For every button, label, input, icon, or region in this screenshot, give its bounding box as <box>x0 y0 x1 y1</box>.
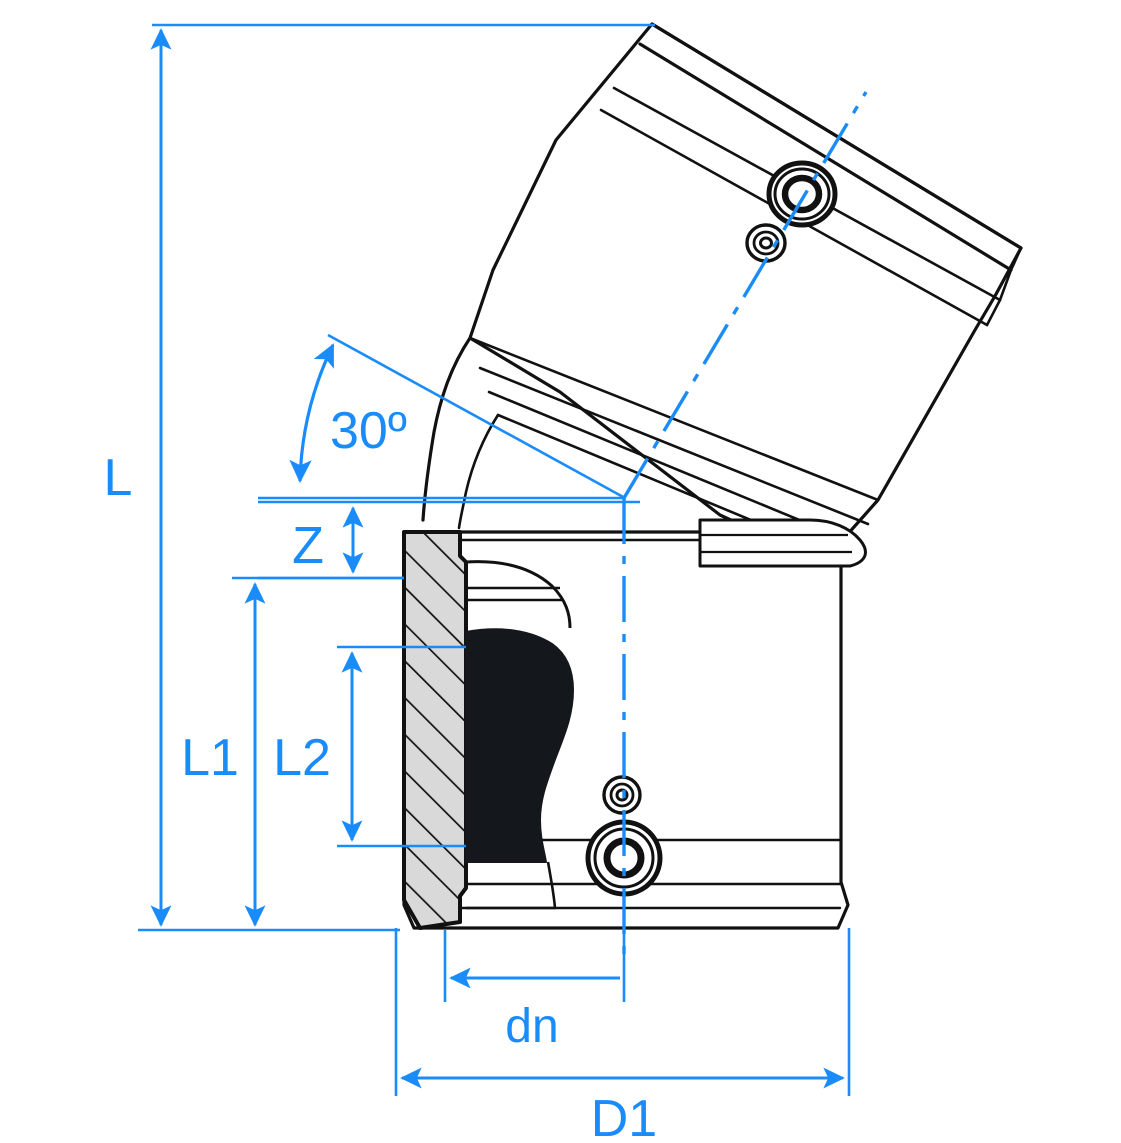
dimension-annotations: L L1 L2 Z <box>104 23 868 1143</box>
centre-line-angled <box>622 91 868 499</box>
dim-dn-label: dn <box>505 1000 558 1053</box>
dimension-dn: dn <box>443 930 626 1053</box>
elbow-blend-lip <box>698 518 867 568</box>
socket-bore-detail <box>465 560 574 910</box>
dimension-L: L <box>104 23 655 932</box>
dim-Z-label: Z <box>292 517 324 575</box>
section-cut-wall <box>402 530 468 930</box>
dim-L1-label: L1 <box>181 729 239 787</box>
dim-angle-inclined-leg <box>327 333 626 500</box>
fusion-indicator-upper-small <box>745 223 787 263</box>
dim-angle-label: 30º <box>330 402 407 460</box>
fitting-geometry <box>402 22 1023 930</box>
centre-lines <box>622 91 868 960</box>
dim-angle-arc <box>289 343 335 483</box>
dim-L-label: L <box>104 449 133 507</box>
dim-D1-label: D1 <box>591 1090 657 1143</box>
fusion-indicator-lower-small <box>602 775 642 815</box>
upper-angled-socket <box>421 22 1023 564</box>
dimension-L2: L2 <box>273 645 466 848</box>
dimension-angle-30: 30º <box>258 333 626 500</box>
dim-L2-label: L2 <box>273 729 331 787</box>
fusion-port-upper-large <box>766 160 838 228</box>
dimension-Z: Z <box>258 500 640 580</box>
dimension-D1: D1 <box>394 928 851 1143</box>
